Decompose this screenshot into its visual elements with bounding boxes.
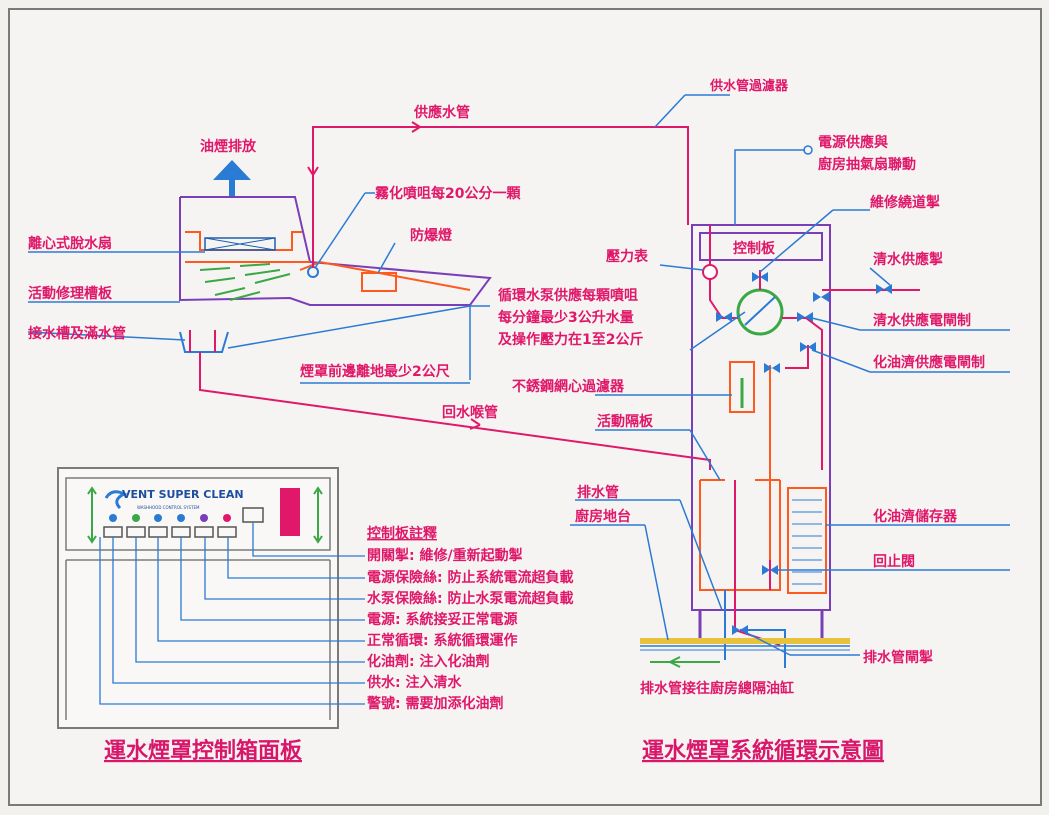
panel-note: 開關掣: 維修/重新起動掣 (367, 547, 523, 564)
panel-note: 正常循環: 系統循環運作 (367, 632, 517, 649)
label-pump-note-2: 每分鐘最少3公升水量 (498, 309, 634, 326)
label-drain-tray: 接水槽及滿水管 (28, 325, 126, 342)
label-return-pipe: 回水喉管 (442, 404, 498, 421)
hood-body (179, 196, 492, 353)
label-light: 防爆燈 (410, 227, 453, 244)
label-strainer: 不銹鋼網心過濾器 (512, 378, 625, 395)
label-power-1: 電源供應與 (818, 134, 888, 151)
label-drain-pipe: 排水管 (577, 484, 619, 501)
title-system: 運水煙罩系統循環示意圖 (642, 738, 884, 764)
label-chemical-valve: 化油濟供應電閘制 (873, 354, 985, 371)
label-pressure-gauge: 壓力表 (606, 248, 649, 265)
label-control-box: 控制板 (733, 240, 776, 257)
label-height-note: 煙罩前邊離地最少2公尺 (300, 363, 450, 380)
return-pipe (199, 352, 711, 470)
panel-note: 化油劑: 注入化油劑 (367, 653, 489, 670)
label-fresh-water-valve: 清水供應電閘制 (873, 312, 971, 329)
label-nozzle: 霧化噴咀每20公分一顆 (375, 185, 521, 202)
brand-logo-icon (104, 490, 128, 510)
label-fresh-water-switch: 清水供應掣 (873, 251, 943, 268)
label-bypass-valve: 維修繞道掣 (870, 194, 940, 211)
label-floor: 廚房地台 (575, 508, 631, 525)
panel-brand: VENT SUPER CLEAN (122, 488, 244, 501)
panel-note: 水泵保險絲: 防止水泵電流超負載 (367, 590, 573, 607)
panel-brand-sub: WASHHOOD CONTROL SYSTEM (137, 505, 200, 510)
label-fan: 離心式脫水扇 (28, 235, 112, 252)
label-power-2: 廚房抽氣扇聯動 (818, 156, 916, 173)
label-check-valve: 回止閥 (873, 553, 915, 570)
exhaust-arrow-icon (213, 160, 251, 196)
label-pump-note-1: 循環水泵供應每顆噴咀 (498, 287, 638, 304)
label-drain-valve: 排水管閘掣 (863, 649, 933, 666)
label-pump-note-3: 及操作壓力在1至2公斤 (498, 331, 643, 348)
label-smoke-exhaust: 油煙排放 (200, 138, 257, 155)
label-baffle: 活動隔板 (597, 413, 654, 430)
label-access-panel: 活動修理槽板 (28, 285, 113, 302)
label-drain-note: 排水管接往廚房總隔油缸 (640, 680, 794, 697)
panel-note: 警號: 需要加添化油劑 (367, 695, 503, 712)
panel-note: 電源: 系統接妥正常電源 (367, 611, 517, 628)
panel-note: 供水: 注入清水 (366, 674, 462, 691)
title-panel: 運水煙罩控制箱面板 (104, 738, 303, 764)
control-panel (57, 467, 339, 729)
panel-note: 電源保險絲: 防止系統電流超負載 (367, 569, 573, 586)
label-chemical-tank: 化油濟儲存器 (873, 508, 958, 525)
supply-pipe (312, 126, 689, 268)
panel-notes-title: 控制板註釋 (367, 525, 437, 542)
label-supply-filter: 供水管過濾器 (709, 78, 789, 94)
label-supply-pipe: 供應水管 (413, 104, 470, 121)
cabinet (691, 224, 920, 668)
kitchen-floor (640, 638, 850, 668)
